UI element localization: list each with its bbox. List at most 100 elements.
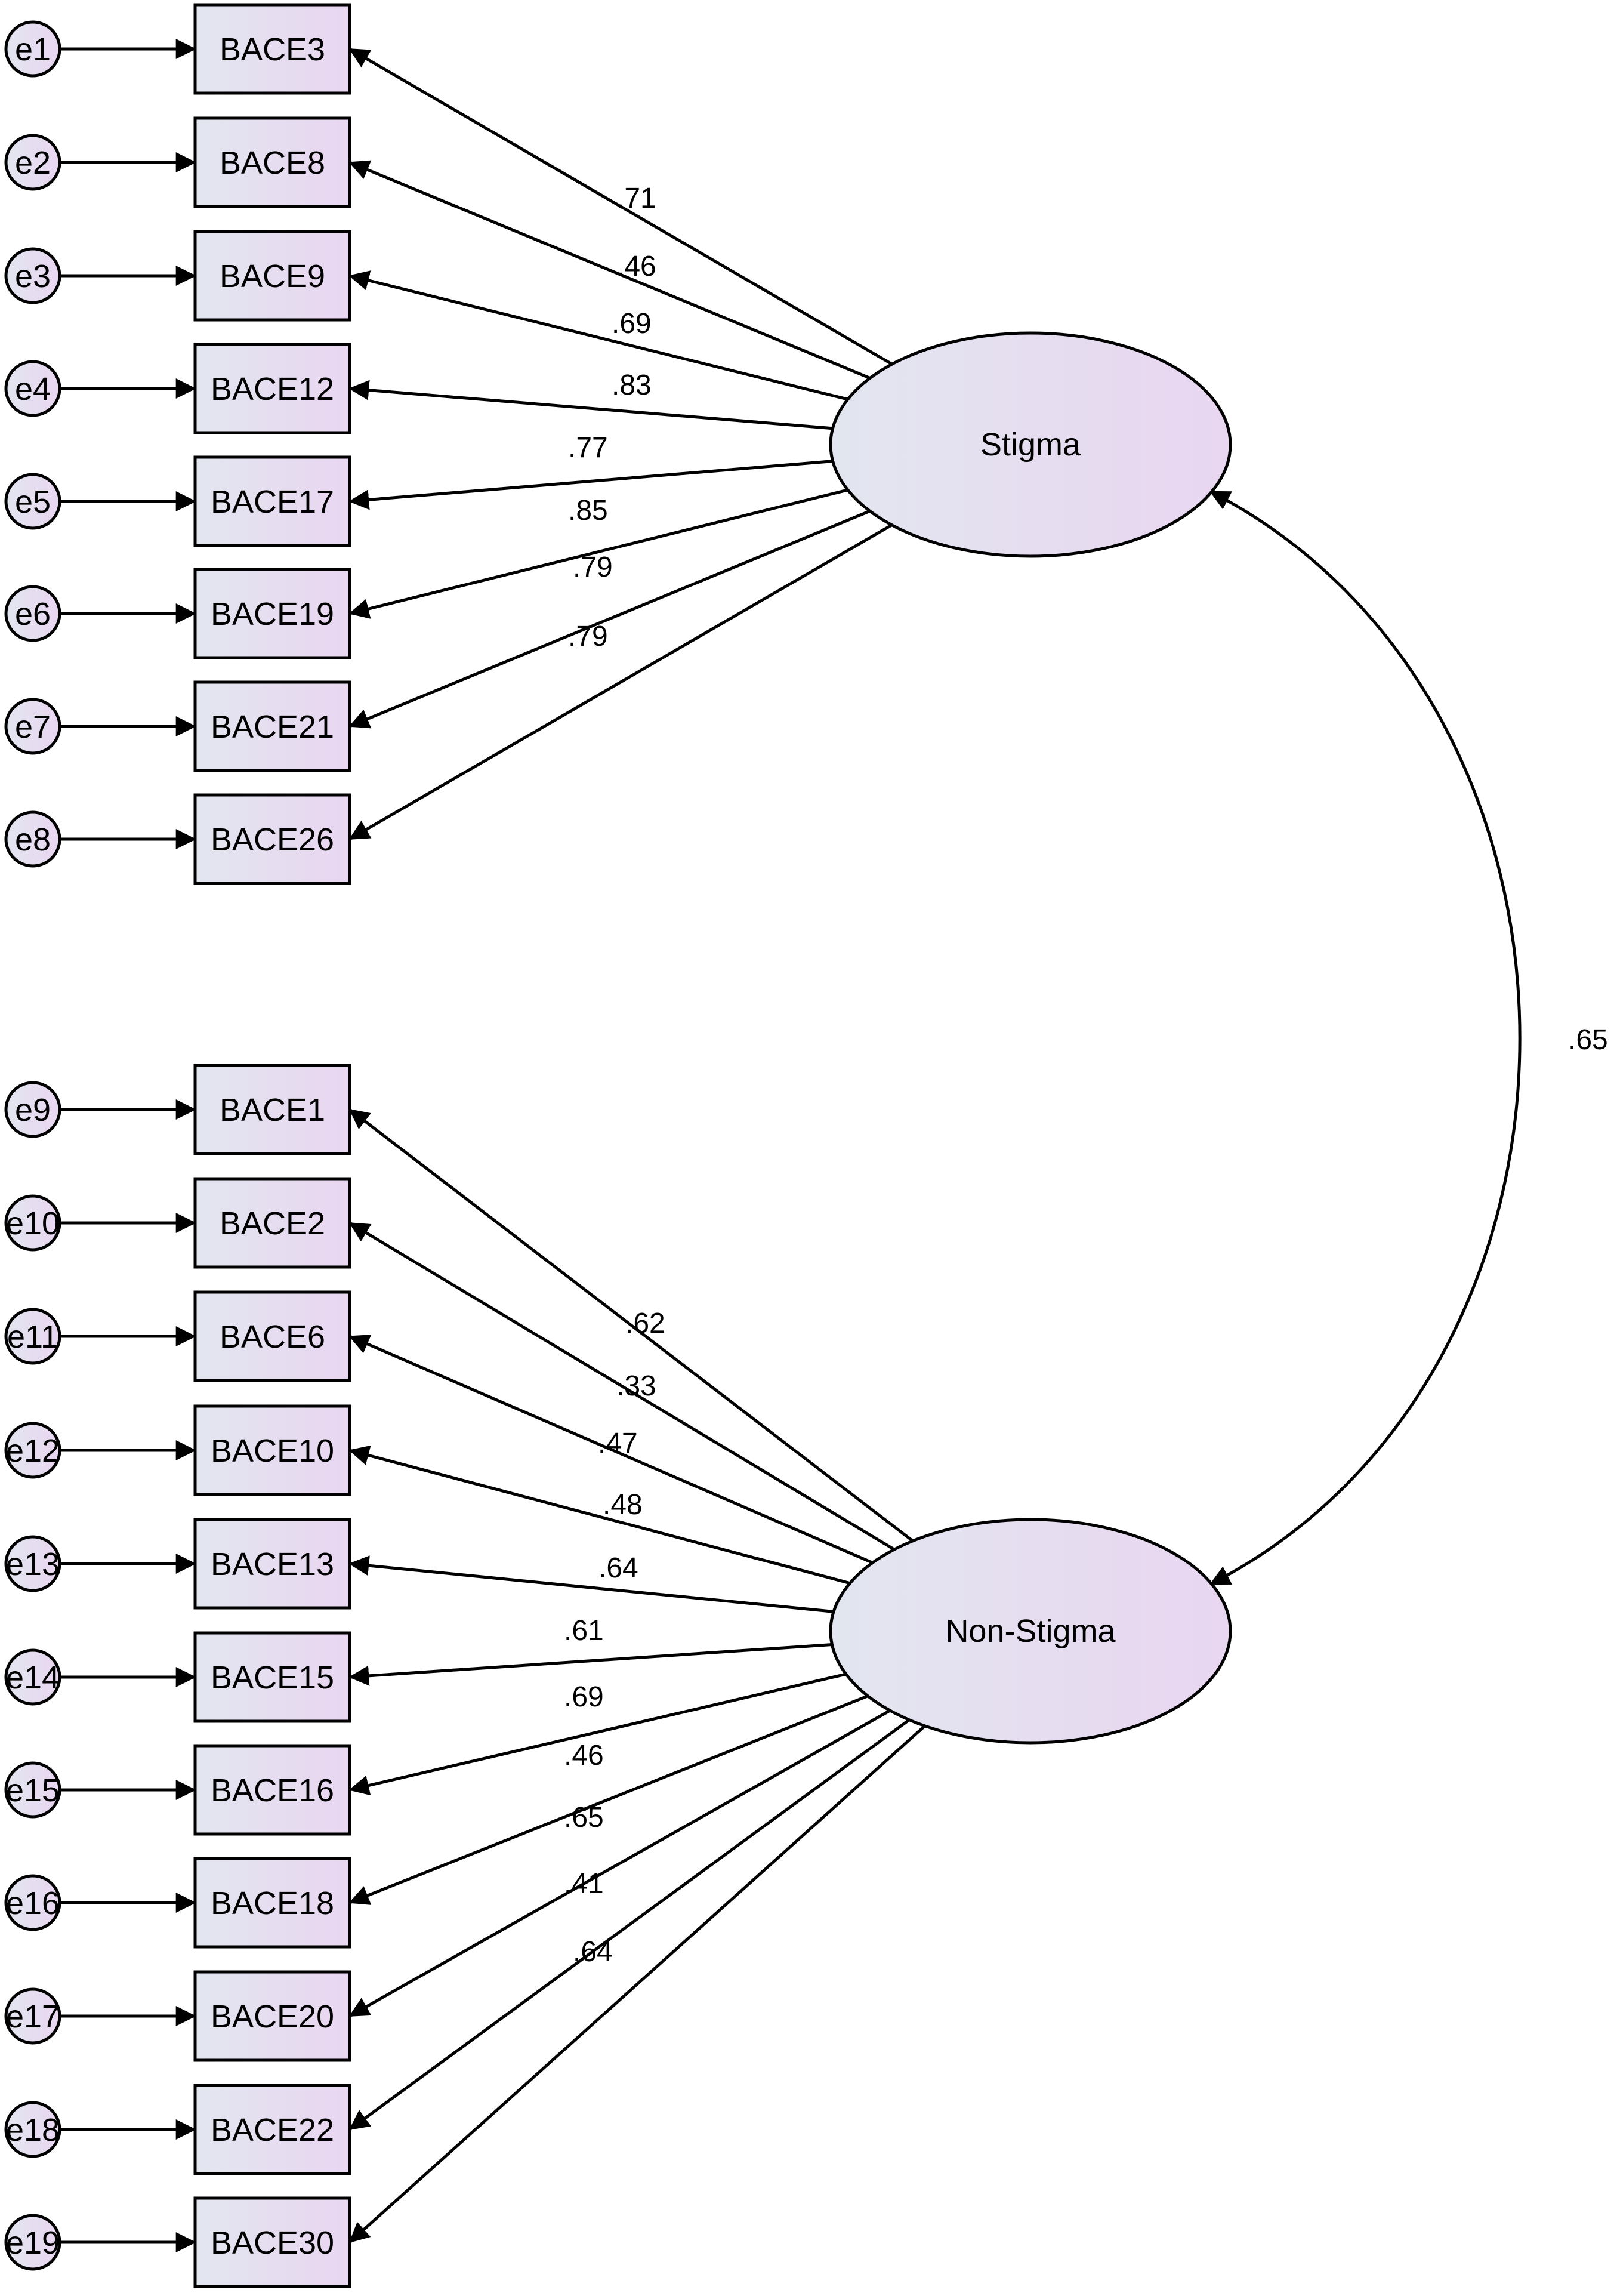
indicator-BACE18-label: BACE18 — [211, 1885, 334, 1921]
error-e10-circle — [4, 1194, 61, 1252]
error-e4-label: e4 — [15, 371, 51, 407]
error-e12-circle — [4, 1422, 61, 1479]
error-e12-label: e12 — [6, 1433, 60, 1469]
error-e19-circle — [4, 2214, 61, 2271]
loading-path-BACE1 — [348, 1108, 914, 1542]
loading-path-BACE30 — [348, 1724, 926, 2243]
indicator-BACE22-label: BACE22 — [211, 2112, 334, 2148]
loading-path-BACE2 — [348, 1221, 895, 1551]
indicator-BACE21-box — [193, 680, 351, 772]
error-e13-label: e13 — [6, 1546, 60, 1582]
error-e17-label: e17 — [6, 1999, 60, 2035]
error-e14-circle — [4, 1648, 61, 1706]
indicator-BACE20-box — [193, 1970, 351, 2062]
loading-path-BACE18 — [348, 1694, 869, 1905]
error-e3-label: e3 — [15, 258, 51, 294]
latent-stigma-ellipse — [829, 331, 1232, 558]
loading-label-BACE13: .64 — [598, 1552, 638, 1584]
indicator-BACE19-label: BACE19 — [211, 596, 334, 632]
error-e2-circle — [4, 134, 61, 191]
loading-label-BACE8: .46 — [616, 251, 656, 282]
error-e8-label: e8 — [15, 822, 51, 858]
error-e7-label: e7 — [15, 709, 51, 745]
error-e14-label: e14 — [6, 1660, 60, 1696]
error-e7-circle — [4, 698, 61, 755]
loading-path-BACE17 — [348, 460, 833, 510]
loading-path-BACE21 — [348, 510, 871, 729]
indicator-BACE15-label: BACE15 — [211, 1660, 334, 1696]
indicator-BACE19-box — [193, 568, 351, 659]
error-e5-label: e5 — [15, 484, 51, 520]
loading-path-BACE15 — [348, 1642, 832, 1686]
error-e15-label: e15 — [6, 1773, 60, 1808]
indicator-BACE26-label: BACE26 — [211, 822, 334, 858]
loading-label-BACE12: .83 — [612, 369, 652, 401]
error-e1-label: e1 — [15, 32, 51, 67]
loading-label-BACE6: .47 — [598, 1428, 638, 1459]
error-e16-label: e16 — [6, 1885, 60, 1921]
loading-path-BACE8 — [348, 160, 871, 380]
indicator-BACE9-box — [193, 230, 351, 322]
indicator-BACE10-label: BACE10 — [211, 1433, 334, 1469]
latent-nonstigma-label: Non-Stigma — [945, 1613, 1116, 1649]
loading-label-BACE30: .64 — [573, 1936, 613, 1968]
error-e11-label: e11 — [7, 1319, 58, 1355]
indicator-BACE8-box — [193, 116, 351, 208]
indicator-BACE13-box — [193, 1518, 351, 1610]
error-e19-label: e19 — [6, 2225, 60, 2261]
loading-label-BACE15: .61 — [564, 1615, 604, 1647]
nodes-layer — [4, 3, 1232, 2288]
indicator-BACE22-box — [193, 2084, 351, 2175]
indicator-BACE3-label: BACE3 — [220, 32, 325, 67]
loading-path-BACE6 — [348, 1335, 874, 1564]
error-e11-circle — [4, 1308, 61, 1365]
error-e18-label: e18 — [6, 2112, 60, 2148]
indicator-BACE3-box — [193, 3, 351, 95]
indicator-BACE20-label: BACE20 — [211, 1999, 334, 2035]
indicator-BACE30-box — [193, 2196, 351, 2288]
indicator-BACE26-box — [193, 793, 351, 885]
error-e16-circle — [4, 1874, 61, 1931]
error-e6-label: e6 — [15, 596, 51, 632]
loading-path-BACE26 — [348, 523, 893, 841]
loading-label-BACE17: .77 — [568, 432, 608, 464]
error-e17-circle — [4, 1987, 61, 2045]
loading-label-BACE26: .79 — [568, 621, 608, 652]
indicator-BACE13-label: BACE13 — [211, 1546, 334, 1582]
loading-path-BACE20 — [348, 1709, 891, 2018]
error-e6-circle — [4, 585, 61, 642]
loading-path-BACE12 — [348, 380, 833, 430]
indicator-BACE12-box — [193, 343, 351, 434]
loading-path-BACE22 — [348, 1718, 911, 2131]
indicator-BACE30-label: BACE30 — [211, 2225, 334, 2261]
indicator-BACE6-label: BACE6 — [220, 1319, 325, 1355]
loading-path-BACE16 — [348, 1672, 847, 1796]
loading-label-BACE19: .85 — [568, 495, 608, 526]
loading-label-BACE20: .65 — [564, 1802, 604, 1833]
loading-label-BACE22: .41 — [564, 1868, 604, 1900]
loading-path-BACE13 — [348, 1555, 834, 1613]
loading-label-BACE18: .46 — [564, 1740, 604, 1771]
error-e5-circle — [4, 473, 61, 530]
loading-path-BACE10 — [348, 1445, 851, 1585]
error-e15-circle — [4, 1761, 61, 1819]
latent-stigma-label: Stigma — [980, 427, 1081, 463]
loading-label-BACE10: .48 — [603, 1489, 643, 1521]
correlation-label: .65 — [1568, 1024, 1608, 1056]
loading-label-BACE1: .62 — [625, 1308, 665, 1339]
loading-label-BACE3: .71 — [616, 183, 656, 214]
error-e1-circle — [4, 20, 61, 78]
indicator-BACE18-box — [193, 1857, 351, 1949]
indicator-BACE2-label: BACE2 — [220, 1206, 325, 1241]
indicator-BACE2-box — [193, 1177, 351, 1269]
indicator-BACE8-label: BACE8 — [220, 145, 325, 181]
correlation-arc — [1209, 490, 1522, 1586]
loading-label-BACE16: .69 — [564, 1681, 604, 1713]
indicator-BACE16-label: BACE16 — [211, 1773, 334, 1808]
indicator-BACE9-label: BACE9 — [220, 258, 325, 294]
error-e13-circle — [4, 1535, 61, 1592]
indicator-BACE17-label: BACE17 — [211, 484, 334, 520]
loading-path-BACE9 — [348, 270, 848, 401]
loading-label-BACE9: .69 — [612, 308, 652, 340]
